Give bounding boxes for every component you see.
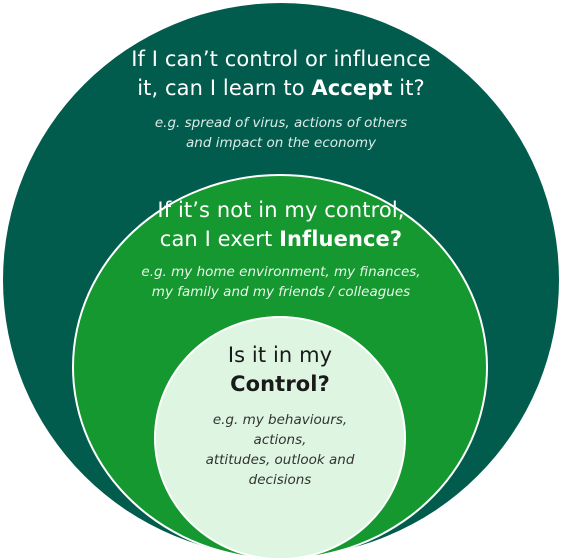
control-example-line3: decisions [248, 472, 312, 488]
control-example-line1: e.g. my behaviours, actions, [212, 412, 348, 448]
influence-heading-prefix: can I exert [159, 227, 280, 251]
accept-examples: e.g. spread of virus, actions of others … [120, 113, 442, 153]
accept-heading-suffix: it? [392, 76, 425, 100]
control-heading-line2: Control? [180, 370, 380, 399]
accept-heading-line2: it, can I learn to Accept it? [100, 74, 462, 103]
influence-heading-line1: If it’s not in my control, [157, 198, 405, 222]
control-examples: e.g. my behaviours, actions, attitudes, … [190, 410, 370, 490]
control-keyword: Control? [230, 372, 330, 396]
influence-heading-line2: can I exert Influence? [120, 225, 442, 254]
accept-example-line1: e.g. spread of virus, actions of others [154, 115, 408, 131]
influence-example-line2: my family and my friends / colleagues [151, 284, 411, 300]
control-example-line2: attitudes, outlook and [205, 452, 355, 468]
influence-example-line1: e.g. my home environment, my finances, [141, 264, 421, 280]
control-circle [154, 316, 406, 560]
accept-heading: If I can’t control or influence it, can … [100, 45, 462, 103]
control-heading-line1: Is it in my [227, 343, 333, 367]
accept-heading-prefix: it, can I learn to [137, 76, 312, 100]
influence-keyword: Influence? [279, 227, 403, 251]
accept-example-line2: and impact on the economy [186, 135, 376, 151]
influence-heading: If it’s not in my control, can I exert I… [120, 196, 442, 254]
influence-examples: e.g. my home environment, my finances, m… [110, 262, 452, 302]
accept-keyword: Accept [311, 76, 393, 100]
accept-heading-line1: If I can’t control or influence [131, 47, 431, 71]
control-heading: Is it in my Control? [180, 341, 380, 399]
